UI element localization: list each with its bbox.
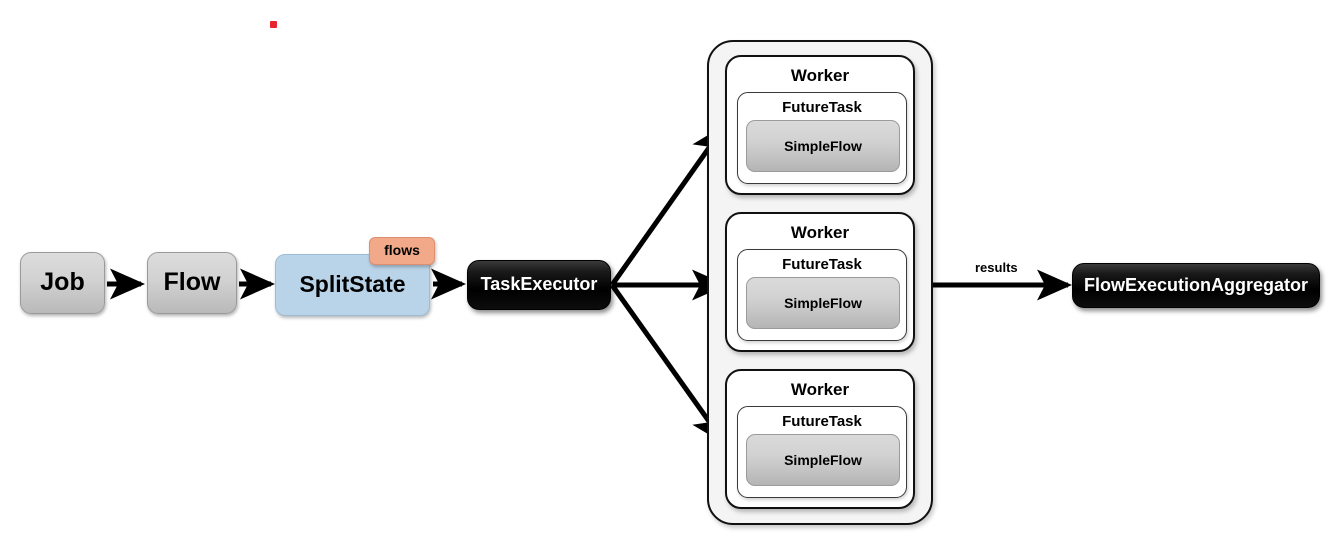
- simple-flow-box-3[interactable]: SimpleFlow: [746, 434, 900, 486]
- simple-flow-label-3: SimpleFlow: [784, 452, 862, 468]
- worker-label-3: Worker: [790, 380, 850, 399]
- worker-label-2: Worker: [790, 223, 850, 242]
- future-task-label-2: FutureTask: [782, 256, 862, 273]
- simple-flow-box-1[interactable]: SimpleFlow: [746, 120, 900, 172]
- node-split-state[interactable]: SplitState: [275, 254, 430, 316]
- future-task-box-1[interactable]: FutureTask SimpleFlow: [737, 92, 907, 184]
- future-task-box-3[interactable]: FutureTask SimpleFlow: [737, 406, 907, 498]
- edge-label-results: results: [975, 260, 1018, 275]
- node-job[interactable]: Job: [20, 252, 105, 314]
- node-flow-execution-aggregator[interactable]: FlowExecutionAggregator: [1072, 263, 1320, 308]
- worker-box-2[interactable]: Worker FutureTask SimpleFlow: [725, 212, 915, 352]
- simple-flow-box-2[interactable]: SimpleFlow: [746, 277, 900, 329]
- badge-flows-label: flows: [384, 242, 420, 259]
- simple-flow-label-1: SimpleFlow: [784, 138, 862, 154]
- node-flow[interactable]: Flow: [147, 252, 237, 314]
- node-task-executor-label: TaskExecutor: [480, 274, 598, 295]
- simple-flow-label-2: SimpleFlow: [784, 295, 862, 311]
- worker-label-1: Worker: [790, 66, 850, 85]
- node-task-executor[interactable]: TaskExecutor: [467, 260, 611, 310]
- worker-box-1[interactable]: Worker FutureTask SimpleFlow: [725, 55, 915, 195]
- worker-box-3[interactable]: Worker FutureTask SimpleFlow: [725, 369, 915, 509]
- future-task-label-3: FutureTask: [782, 413, 862, 430]
- red-dot-artifact: [270, 21, 277, 28]
- future-task-label-1: FutureTask: [782, 99, 862, 116]
- node-split-state-label: SplitState: [299, 271, 406, 298]
- future-task-box-2[interactable]: FutureTask SimpleFlow: [737, 249, 907, 341]
- node-flow-label: Flow: [163, 268, 221, 297]
- node-job-label: Job: [40, 268, 85, 297]
- badge-flows[interactable]: flows: [369, 237, 435, 265]
- node-flow-execution-aggregator-label: FlowExecutionAggregator: [1083, 274, 1308, 295]
